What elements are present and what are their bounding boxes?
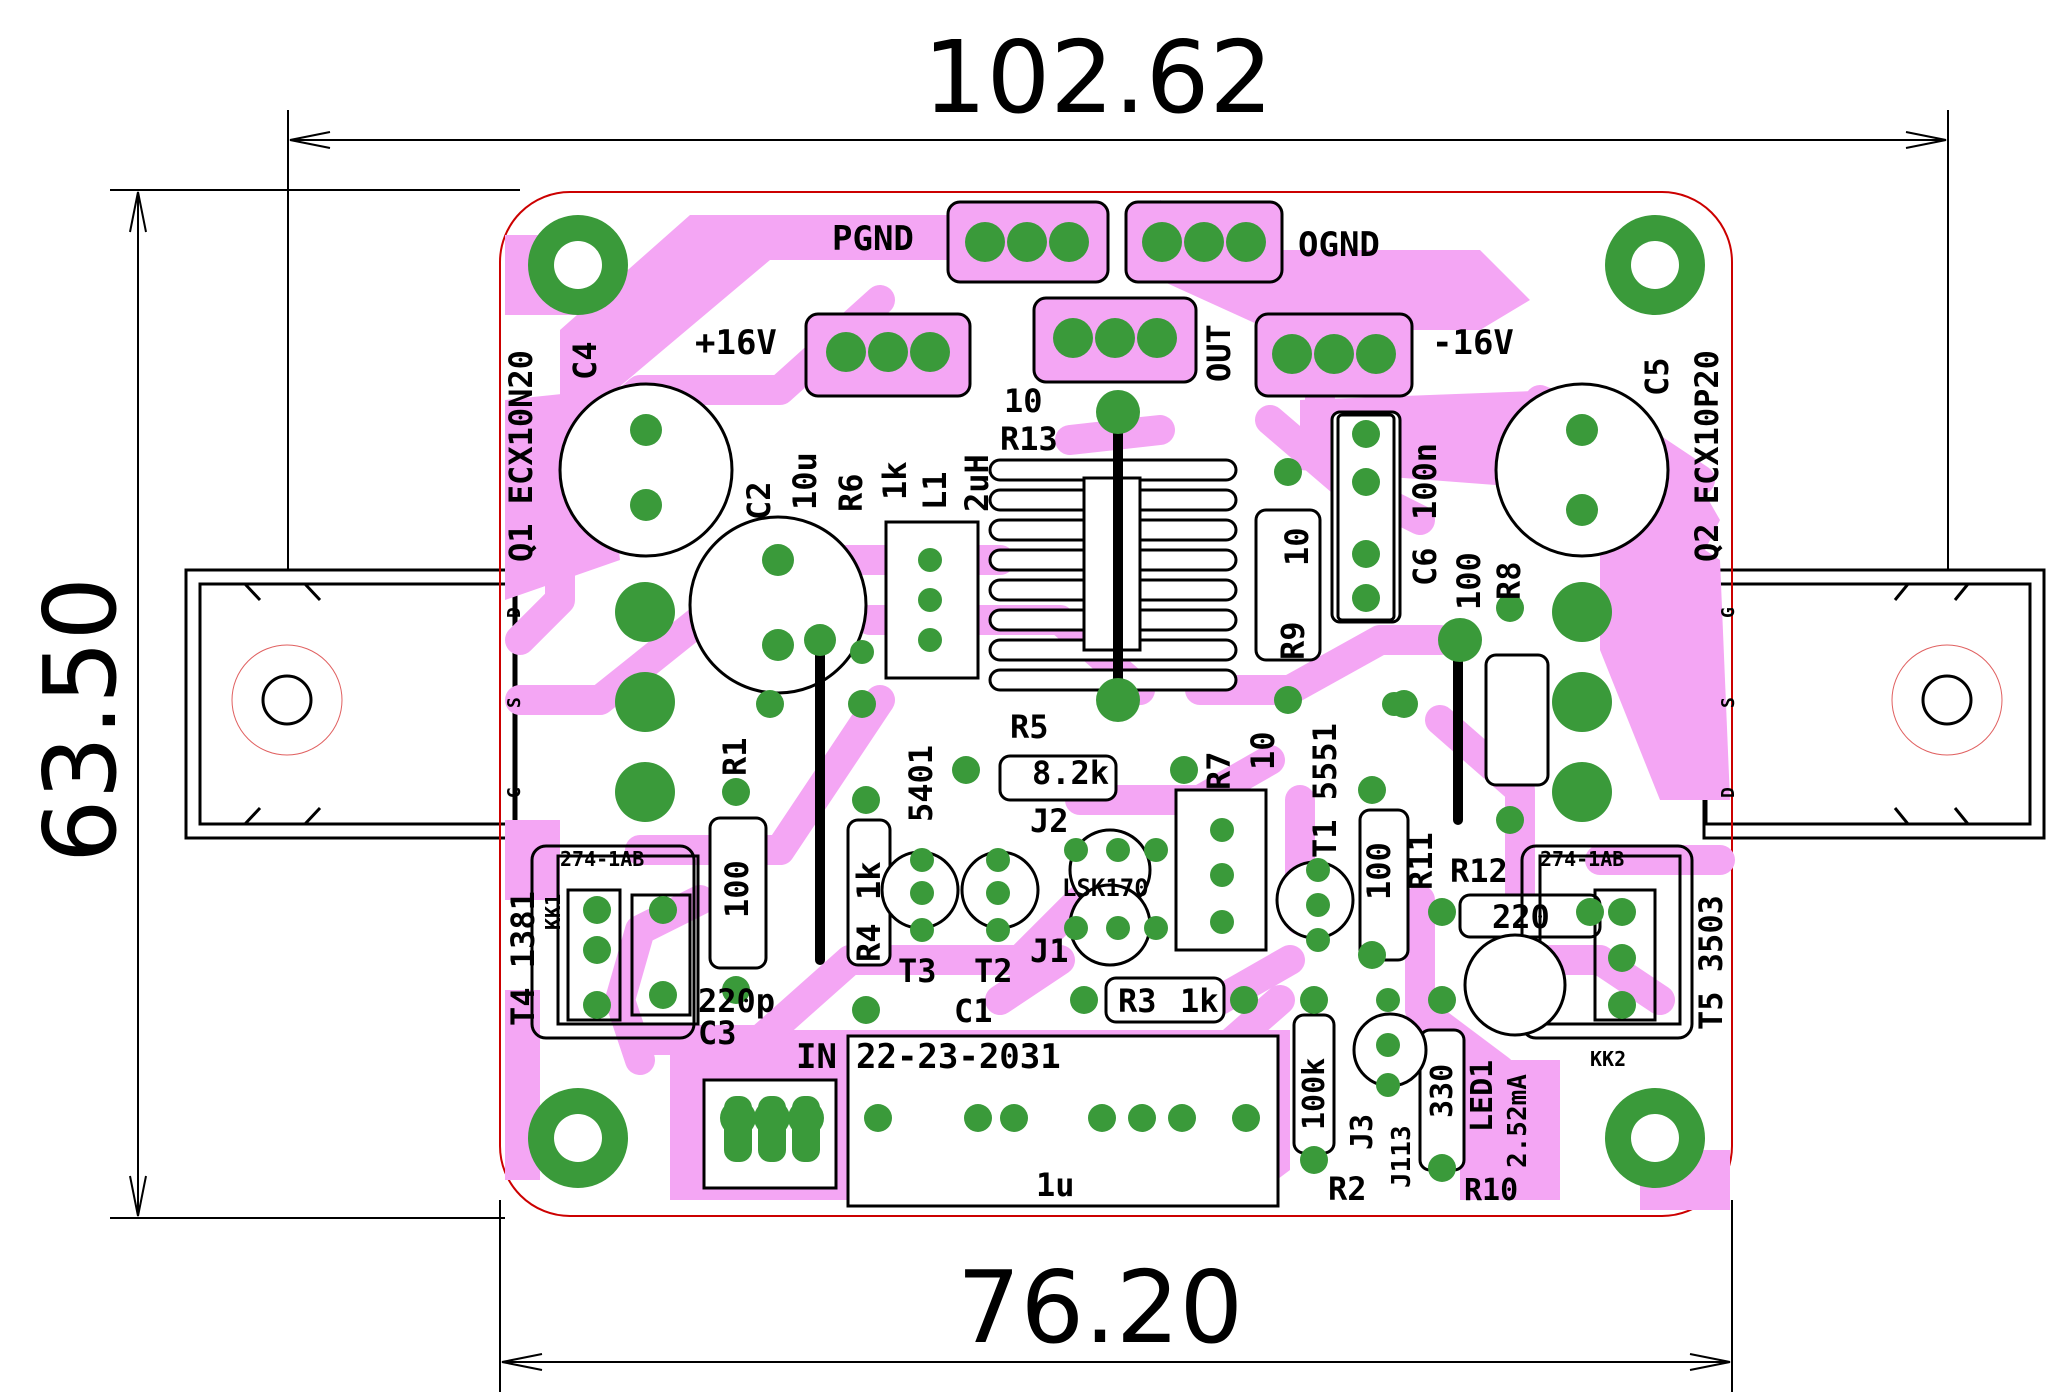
label-out: OUT [1200,324,1238,382]
label-ognd: OGND [1298,225,1380,265]
label-l1-value: 2uH [958,454,996,512]
label-in-part: 22-23-2031 [856,1037,1061,1077]
label-c6: C6 [1406,547,1444,586]
label-c5: C5 [1638,357,1676,396]
label-r7-value: 10 [1244,731,1282,770]
label-led1: LED1 [1465,1060,1500,1132]
q2-mosfet-body [1702,568,2046,840]
label-r8-value: 100 [1450,552,1488,610]
label-c2: C2 [740,481,778,520]
label-r9: R9 [1274,621,1312,660]
label-q2: Q2 ECX10P20 [1688,350,1726,562]
label-c4: C4 [566,341,604,380]
mounting-holes [528,215,1705,1188]
label-plus16v: +16V [695,323,777,363]
label-kk1: KK1 [541,894,565,930]
label-j2: J2 [1030,802,1069,840]
label-j1: J1 [1030,932,1069,970]
dimension-lines [110,110,1949,1392]
label-c2-value: 10u [786,452,824,510]
label-j3-part: J113 [1387,1125,1417,1188]
label-r2: R2 [1328,1170,1367,1208]
label-t1: T1 5551 [1306,723,1344,858]
label-q1: Q1 ECX10N20 [502,350,540,562]
jumper-wires [815,415,1463,965]
label-j12-part: LSK170 [1062,874,1149,902]
label-r1-value: 100 [718,860,756,918]
label-r1: R1 [716,737,754,776]
label-r11-value: 100 [1360,842,1398,900]
label-led1-current: 2.52mA [1503,1074,1533,1168]
dimension-height: 63.50 [22,577,139,863]
label-in: IN [796,1037,837,1077]
label-r3-value: 1k [1180,982,1219,1020]
label-r5: R5 [1010,708,1049,746]
label-r4: R4 [850,923,888,962]
label-kk2: KK2 [1590,1047,1626,1071]
label-c3: C3 [698,1014,737,1052]
label-r6-value: 1k [876,461,914,500]
label-kk1-part: 274-1AB [560,847,644,871]
label-q1-pin-s: S [504,697,525,708]
label-r2-value: 100k [1297,1058,1332,1130]
label-t3: T3 [898,952,937,990]
label-t2: T2 [974,952,1013,990]
label-c1-value: 1u [1036,1166,1075,1204]
label-r10-value: 330 [1425,1064,1460,1118]
dimension-width-top: 102.62 [923,19,1273,136]
label-r4-value: 1k [850,861,888,900]
label-q2-pin-g: G [1718,607,1739,618]
label-kk2-part: 274-1AB [1540,847,1624,871]
label-r13-value: 10 [1004,382,1043,420]
dimension-width-bottom: 76.20 [957,1249,1243,1366]
label-q2-pin-d: D [1718,787,1739,798]
label-r5-value: 8.2k [1032,754,1109,792]
label-c1: C1 [954,992,993,1030]
component-pads [583,222,1636,1182]
label-r9-value: 10 [1278,527,1316,566]
label-c6-value: 100n [1406,443,1444,520]
label-q1-pin-g: G [504,787,525,798]
label-l1: L1 [916,471,954,510]
label-t3-part: 5401 [902,745,940,822]
label-q1-pin-d: D [504,607,525,618]
label-r8: R8 [1490,561,1528,600]
label-r11: R11 [1402,832,1440,890]
label-r6: R6 [832,473,870,512]
label-r13: R13 [1000,420,1058,458]
board-outline [499,191,1733,1217]
label-r7: R7 [1200,751,1238,790]
label-minus16v: -16V [1432,323,1514,363]
label-q2-pin-s: S [1718,697,1739,708]
label-r12: R12 [1450,852,1508,890]
inductor-coil [988,458,1238,692]
label-r10: R10 [1464,1173,1518,1208]
label-r3: R3 [1118,982,1157,1020]
label-pgnd: PGND [832,219,914,259]
label-t4: T4 1381 [504,891,542,1026]
label-j3: J3 [1345,1114,1380,1150]
q1-mosfet-body [184,568,518,840]
label-t5: T5 3503 [1692,895,1730,1030]
label-r12-value: 220 [1492,898,1550,936]
label-c3-value: 220p [698,982,775,1020]
